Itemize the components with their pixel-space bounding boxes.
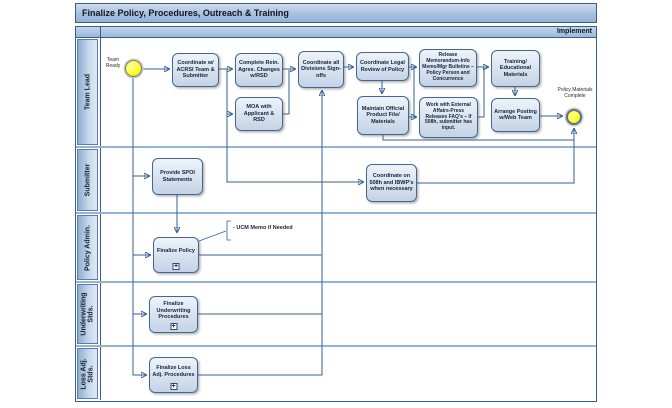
subprocess-plus-icon: + (170, 323, 177, 330)
lane-label-cell: Submitter (76, 148, 101, 212)
phase-bar-divider (100, 27, 101, 37)
task-label: Coordinate all Divisions Sign-offs (301, 59, 341, 79)
task-legal-review: Coordinate Legal Review of Policy (356, 52, 409, 81)
task-finalize-policy: Finalize Policy + (153, 237, 199, 273)
task-provide-spoi: Provide SPOI Statements (152, 158, 203, 195)
start-event (125, 60, 142, 77)
task-label: Finalize Policy (157, 248, 195, 255)
task-finalize-loss-adj-procedures: Finalize Loss Adj. Procedures + (149, 357, 198, 393)
end-event (566, 109, 582, 125)
lane-label-cell: Loss Adj. Stds. (76, 347, 101, 400)
annotation-ucm-memo: - UCM Memo if Needed (233, 225, 293, 231)
subprocess-plus-icon: + (170, 383, 177, 390)
task-finalize-underwriting-procedures: Finalize Underwriting Procedures + (149, 296, 198, 333)
task-arrange-posting: Arrange Posting w/Web Team (491, 98, 540, 132)
lane-loss-adj-stds: Loss Adj. Stds. (76, 345, 596, 400)
task-label: Training/ Educational Materials (499, 58, 532, 78)
task-moa-applicant-rsd: MOA with Applicant & RSD (235, 97, 283, 131)
task-training-materials: Training/ Educational Materials (491, 50, 540, 87)
phase-label: Implement (556, 28, 592, 35)
pool-lanes: Team Lead Submitter Policy Admin. Underw… (75, 37, 597, 402)
diagram-title: Finalize Policy, Procedures, Outreach & … (75, 3, 597, 23)
task-release-memorandum: Release Memorandum-Info Memo/Mgr Bulleti… (419, 49, 477, 87)
task-label: MOA with Applicant & RSD (243, 104, 275, 124)
lane-label-cell: Underwriting Stds. (76, 283, 101, 345)
task-label: Work with External Affairs-Press Release… (425, 101, 472, 132)
lane-label-block: Underwriting Stds. (77, 284, 98, 344)
task-label: Coordinate Legal Review of Policy (360, 60, 405, 73)
task-label: Arrange Posting w/Web Team (494, 108, 537, 121)
lane-label-block: Policy Admin. (77, 215, 98, 280)
lane-team-lead: Team Lead (76, 38, 596, 146)
task-maintain-official-file: Maintain Official Product File/ Material… (357, 96, 409, 135)
task-label: Release Memorandum-Info Memo/Mgr Bulleti… (422, 52, 474, 82)
lane-label-cell: Team Lead (76, 38, 101, 146)
lane-underwriting-stds: Underwriting Stds. (76, 281, 596, 345)
task-label: Maintain Official Product File/ Material… (361, 105, 405, 125)
task-work-external-affairs: Work with External Affairs-Press Release… (419, 97, 478, 138)
start-event-label: Team Ready (105, 57, 121, 69)
lane-policy-admin: Policy Admin. (76, 212, 596, 281)
lane-label-block: Loss Adj. Stds. (77, 348, 98, 399)
end-event-label: Policy Materials Complete (557, 87, 593, 99)
subprocess-plus-icon: + (172, 263, 180, 270)
task-label: Finalize Underwriting Procedures (156, 301, 191, 321)
lane-label-cell: Policy Admin. (76, 214, 101, 281)
lane-submitter: Submitter (76, 146, 596, 212)
lane-label-block: Team Lead (77, 39, 98, 145)
lane-label-block: Submitter (77, 149, 98, 211)
task-label: Coordinate w/ ACRSI Team & Submitter (176, 60, 215, 80)
task-label: Complete Rein. Agree. Changes w/RSD (238, 60, 280, 80)
task-coordinate-acrsi-team: Coordinate w/ ACRSI Team & Submitter (172, 53, 219, 87)
task-coordinate-508h: Coordinate on 508h and IBWP's when neces… (366, 164, 417, 202)
task-label: Provide SPOI Statements (160, 170, 195, 183)
task-label: Coordinate on 508h and IBWP's when neces… (369, 173, 414, 193)
task-label: Finalize Loss Adj. Procedures (152, 365, 195, 378)
task-complete-rein-agree: Complete Rein. Agree. Changes w/RSD (235, 53, 283, 87)
task-coordinate-divisions-signoffs: Coordinate all Divisions Sign-offs (298, 51, 344, 88)
